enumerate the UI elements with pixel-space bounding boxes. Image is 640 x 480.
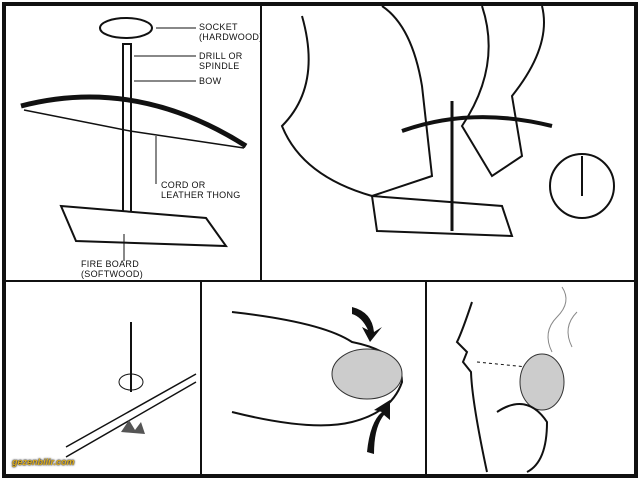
panel-blowing-tinder bbox=[425, 280, 636, 476]
fire-board-label: FIRE BOARD bbox=[81, 259, 140, 269]
cord-label-line1: CORD OR bbox=[161, 180, 206, 190]
label-socket: SOCKET(HARDWOOD) bbox=[199, 22, 263, 42]
label-fire-board: FIRE BOARD(SOFTWOOD) bbox=[81, 259, 143, 279]
panel-bow-drill-parts: SOCKET(HARDWOOD) DRILL OR SPINDLE BOW CO… bbox=[4, 4, 262, 282]
socket-label: SOCKET bbox=[199, 22, 238, 32]
bow-drill-parts-illustration bbox=[20, 17, 248, 261]
watermark: gezenbilir.com bbox=[12, 457, 75, 467]
label-drill: DRILL OR SPINDLE bbox=[199, 51, 243, 71]
label-bow: BOW bbox=[199, 76, 222, 86]
hands-tinder-illustration bbox=[231, 307, 404, 454]
cord-label-line2: LEATHER THONG bbox=[161, 190, 241, 200]
blowing-tinder-illustration bbox=[455, 286, 578, 473]
panel-person-using-bow-drill bbox=[260, 4, 636, 282]
socket-material-label: (HARDWOOD) bbox=[199, 32, 263, 42]
panel-ember-formation bbox=[4, 280, 202, 476]
ember-illustration bbox=[65, 322, 197, 458]
panel-tinder-bundle bbox=[200, 280, 427, 476]
fire-board-material-label: (SOFTWOOD) bbox=[81, 269, 143, 279]
person-bow-drill-illustration bbox=[280, 6, 615, 238]
